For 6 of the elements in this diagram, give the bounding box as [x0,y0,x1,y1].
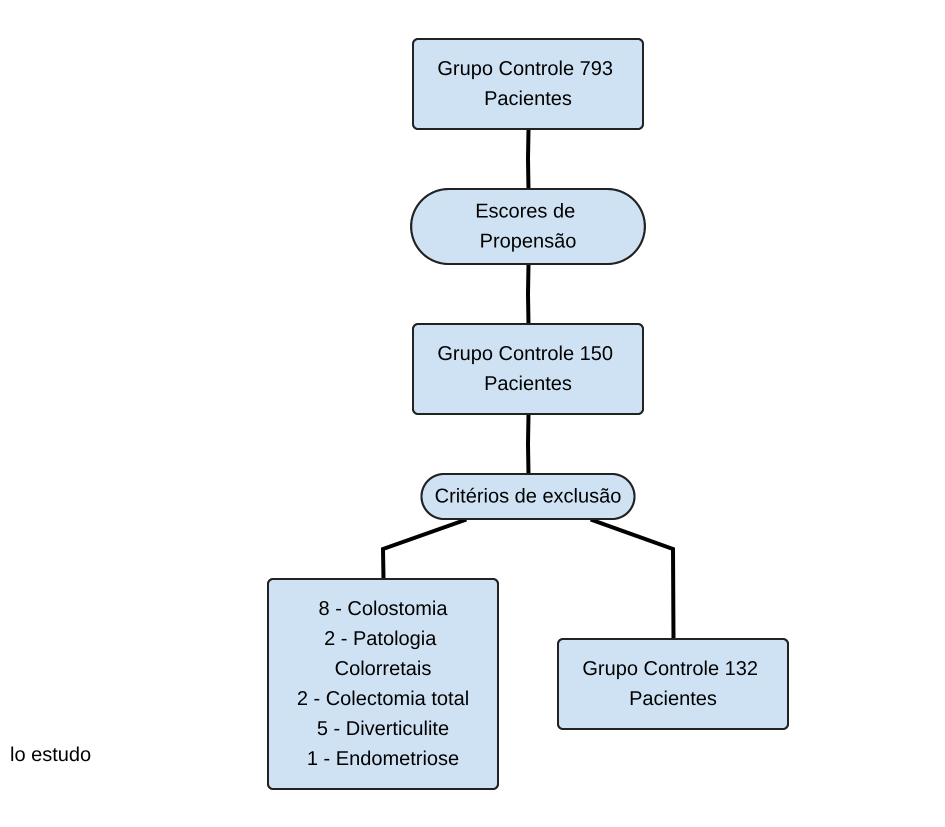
connector [526,128,530,190]
connector [526,264,530,324]
connector [380,517,467,580]
connector [589,517,675,640]
connector [526,414,530,474]
note-text: lo estudo [10,744,92,767]
